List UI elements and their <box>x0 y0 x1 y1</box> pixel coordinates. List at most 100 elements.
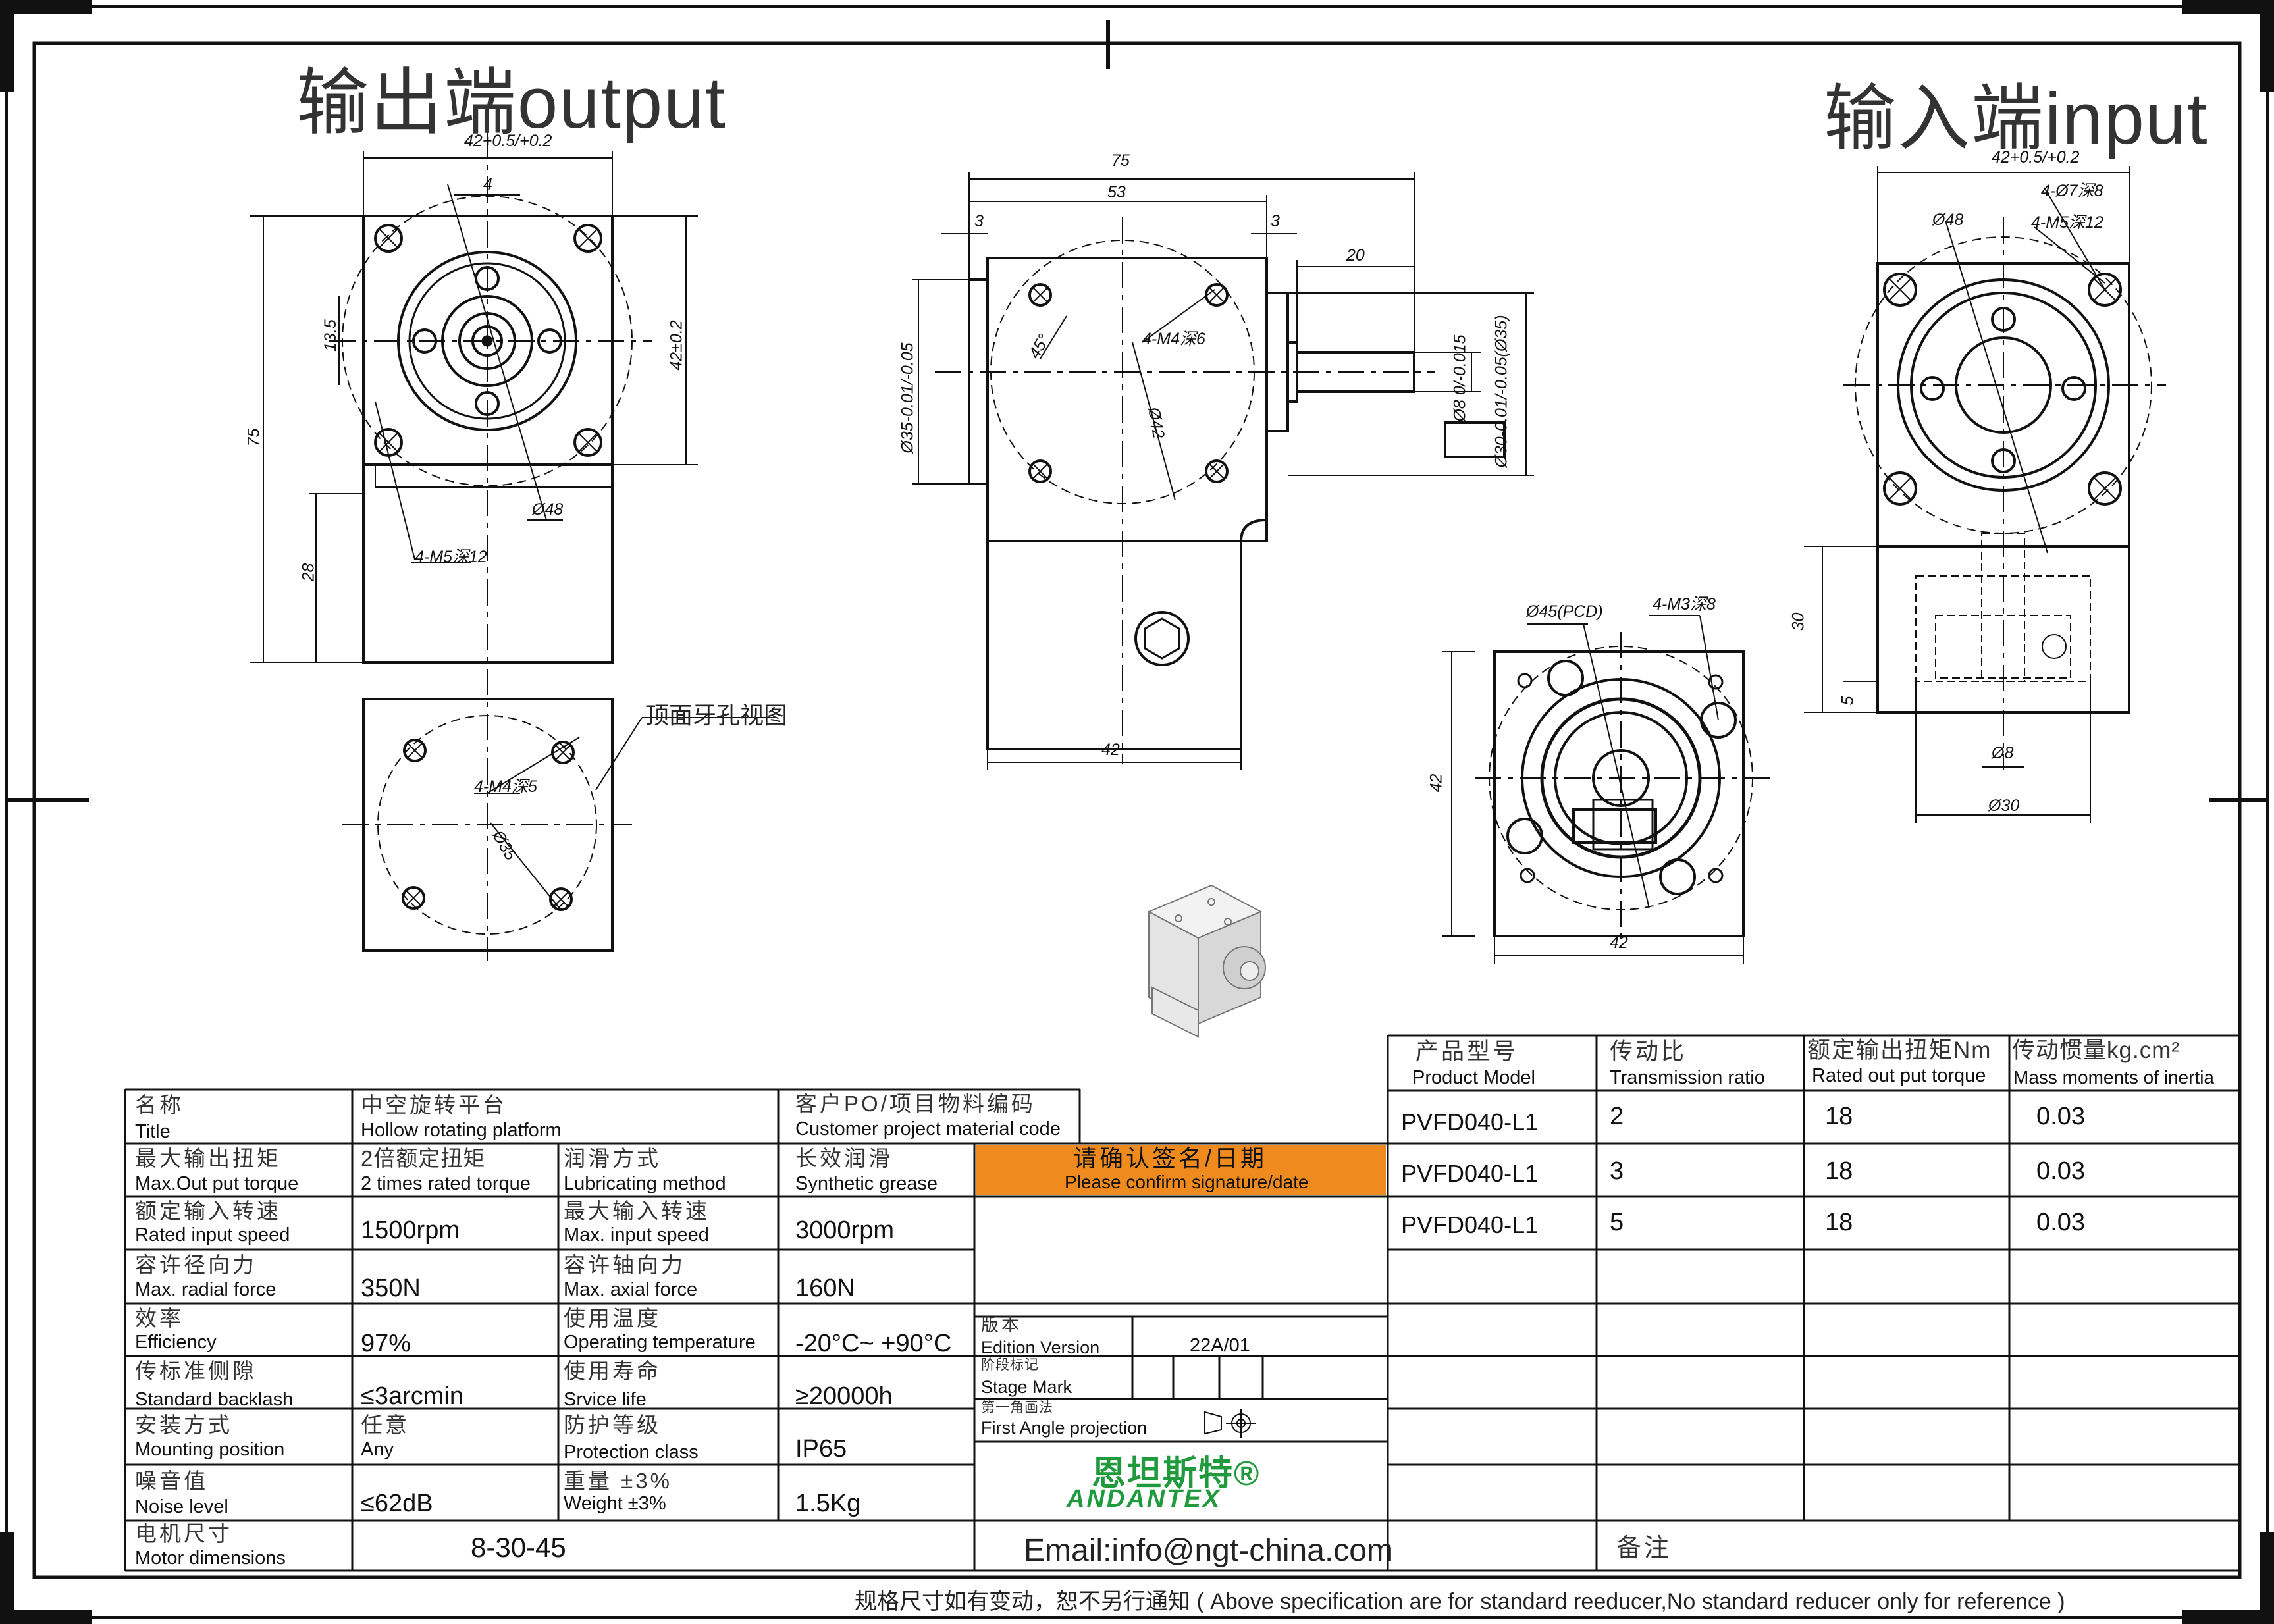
motor-en: Motor dimensions <box>135 1548 286 1569</box>
confirm-signature-cell <box>976 1145 1386 1195</box>
input-heading: 输入端input <box>1824 78 2209 159</box>
dim-fr-d45: Ø45(PCD) <box>1526 602 1603 621</box>
dim-out-d48: Ø48 <box>532 500 564 519</box>
top-thread-view-label: 顶面牙孔视图 <box>645 702 788 729</box>
inertia-header-en: Mass moments of inertia <box>2013 1067 2214 1087</box>
model-header-en: Product Model <box>1412 1067 1535 1088</box>
row1-model: PVFD040-L1 <box>1401 1109 1539 1136</box>
output-front-view <box>250 132 698 961</box>
first-angle-projection-icon <box>1204 1409 1256 1438</box>
inertia-header-zh: 传动惯量kg.cm² <box>2012 1037 2181 1063</box>
dim-side-75: 75 <box>1111 151 1130 170</box>
row2-model: PVFD040-L1 <box>1401 1160 1539 1187</box>
rated-speed-en: Rated input speed <box>135 1224 290 1245</box>
model-header-zh: 产品型号 <box>1415 1039 1519 1064</box>
dim-top-m4: 4-M4深5 <box>474 777 537 796</box>
dim-side-20: 20 <box>1346 246 1365 265</box>
footer-note: 规格尺寸如有变动，恕不另行通知 ( Above specification ar… <box>855 1589 2065 1614</box>
dim-in-d7: 4-Ø7深8 <box>2041 182 2103 200</box>
spec-table-grid <box>124 1034 2240 1572</box>
row1-ratio: 2 <box>1610 1103 1624 1130</box>
email-link[interactable]: Email:info@ngt-china.com <box>1024 1533 1393 1568</box>
backlash-value: ≤3arcmin <box>361 1382 464 1410</box>
dim-out-13-5: 13.5 <box>321 319 340 352</box>
dim-in-m5: 4-M5深12 <box>2031 213 2103 232</box>
mount-zh: 安装方式 <box>135 1413 232 1437</box>
dim-side-53: 53 <box>1107 183 1126 201</box>
row3-inertia: 0.03 <box>2036 1209 2085 1236</box>
eff-value: 97% <box>361 1330 411 1357</box>
dim-in-d48: Ø48 <box>1932 211 1964 229</box>
flange-view <box>1442 615 1771 964</box>
ratio-header-zh: 传动比 <box>1610 1039 1687 1064</box>
mount-en: Mounting position <box>135 1439 285 1460</box>
dim-fr-42h: 42 <box>1610 933 1628 952</box>
row3-ratio: 5 <box>1610 1209 1624 1236</box>
radial-en: Max. radial force <box>135 1279 277 1300</box>
maxout-value-en: 2 times rated torque <box>361 1173 531 1194</box>
prot-en: Protection class <box>564 1442 699 1463</box>
noise-en: Noise level <box>135 1496 228 1517</box>
life-en: Srvice life <box>564 1389 647 1410</box>
dim-out-width: 42+0.5/+0.2 <box>464 132 552 150</box>
dim-side-3b: 3 <box>1271 212 1280 230</box>
dim-fr-42v: 42 <box>1427 773 1446 793</box>
motor-zh: 电机尺寸 <box>135 1521 232 1546</box>
prot-zh: 防护等级 <box>564 1413 661 1437</box>
dim-in-width: 42+0.5/+0.2 <box>1992 148 2080 167</box>
top-thread-view <box>342 698 774 952</box>
life-zh: 使用寿命 <box>564 1359 661 1383</box>
dim-side-m4: 4-M4深6 <box>1142 330 1205 348</box>
title-label-zh: 名称 <box>135 1093 184 1117</box>
noise-zh: 噪音值 <box>135 1469 208 1493</box>
center-marks <box>7 20 2267 802</box>
dim-side-d35: Ø35-0.01/-0.05 <box>898 342 917 454</box>
edition-zh: 版本 <box>981 1315 1022 1335</box>
prot-value: IP65 <box>795 1435 847 1463</box>
weight-value: 1.5Kg <box>795 1490 861 1517</box>
axial-en: Max. axial force <box>564 1279 698 1300</box>
company-logo-en: ANDANTEX <box>1067 1485 1222 1513</box>
maxout-value-zh: 2倍额定扭矩 <box>361 1146 486 1170</box>
weight-zh: 重量 ±3% <box>564 1469 672 1493</box>
eff-en: Efficiency <box>135 1332 217 1353</box>
dim-out-75: 75 <box>244 428 263 447</box>
title-value-zh: 中空旋转平台 <box>361 1093 507 1117</box>
customer-code-zh: 客户PO/项目物料编码 <box>795 1091 1036 1116</box>
radial-value: 350N <box>361 1274 421 1302</box>
projection-zh: 第一角画法 <box>981 1400 1053 1415</box>
edition-value: 22A/01 <box>1190 1335 1250 1356</box>
temp-en: Operating temperature <box>564 1332 756 1353</box>
input-view <box>1804 166 2166 823</box>
lub-label-zh: 润滑方式 <box>564 1146 661 1170</box>
axial-zh: 容许轴向力 <box>564 1253 685 1277</box>
output-heading: 输出端output <box>296 63 727 144</box>
dim-side-d8: Ø8 0/-0.015 <box>1450 334 1469 422</box>
confirm-en: Please confirm signature/date <box>1065 1172 1309 1192</box>
dim-in-d8: Ø8 <box>1992 744 2014 762</box>
max-speed-value: 3000rpm <box>795 1217 894 1244</box>
row3-torque: 18 <box>1825 1209 1853 1236</box>
remark-label: 备注 <box>1616 1534 1672 1562</box>
weight-en: Weight ±3% <box>564 1493 666 1514</box>
dim-out-4: 4 <box>483 175 492 194</box>
dim-out-28: 28 <box>299 563 318 582</box>
stage-en: Stage Mark <box>981 1377 1072 1397</box>
life-value: ≥20000h <box>795 1382 893 1410</box>
inner-frame <box>32 41 2242 1579</box>
lub-label-en: Lubricating method <box>564 1173 726 1194</box>
rated-speed-value: 1500rpm <box>361 1217 460 1244</box>
torque-header-en: Rated out put torque <box>1812 1065 1986 1086</box>
mount-value-en: Any <box>361 1439 394 1460</box>
edition-en: Edition Version <box>981 1338 1100 1357</box>
row1-inertia: 0.03 <box>2036 1103 2085 1130</box>
row1-torque: 18 <box>1825 1103 1853 1130</box>
mount-value-zh: 任意 <box>361 1413 410 1437</box>
dim-side-d30: Ø30-0.01/-0.05(Ø35) <box>1492 315 1511 468</box>
lub-value-zh: 长效润滑 <box>795 1146 893 1170</box>
confirm-zh: 请确认签名/日期 <box>1073 1145 1267 1172</box>
max-speed-zh: 最大输入转速 <box>564 1199 710 1223</box>
projection-en: First Angle projection <box>981 1418 1148 1438</box>
